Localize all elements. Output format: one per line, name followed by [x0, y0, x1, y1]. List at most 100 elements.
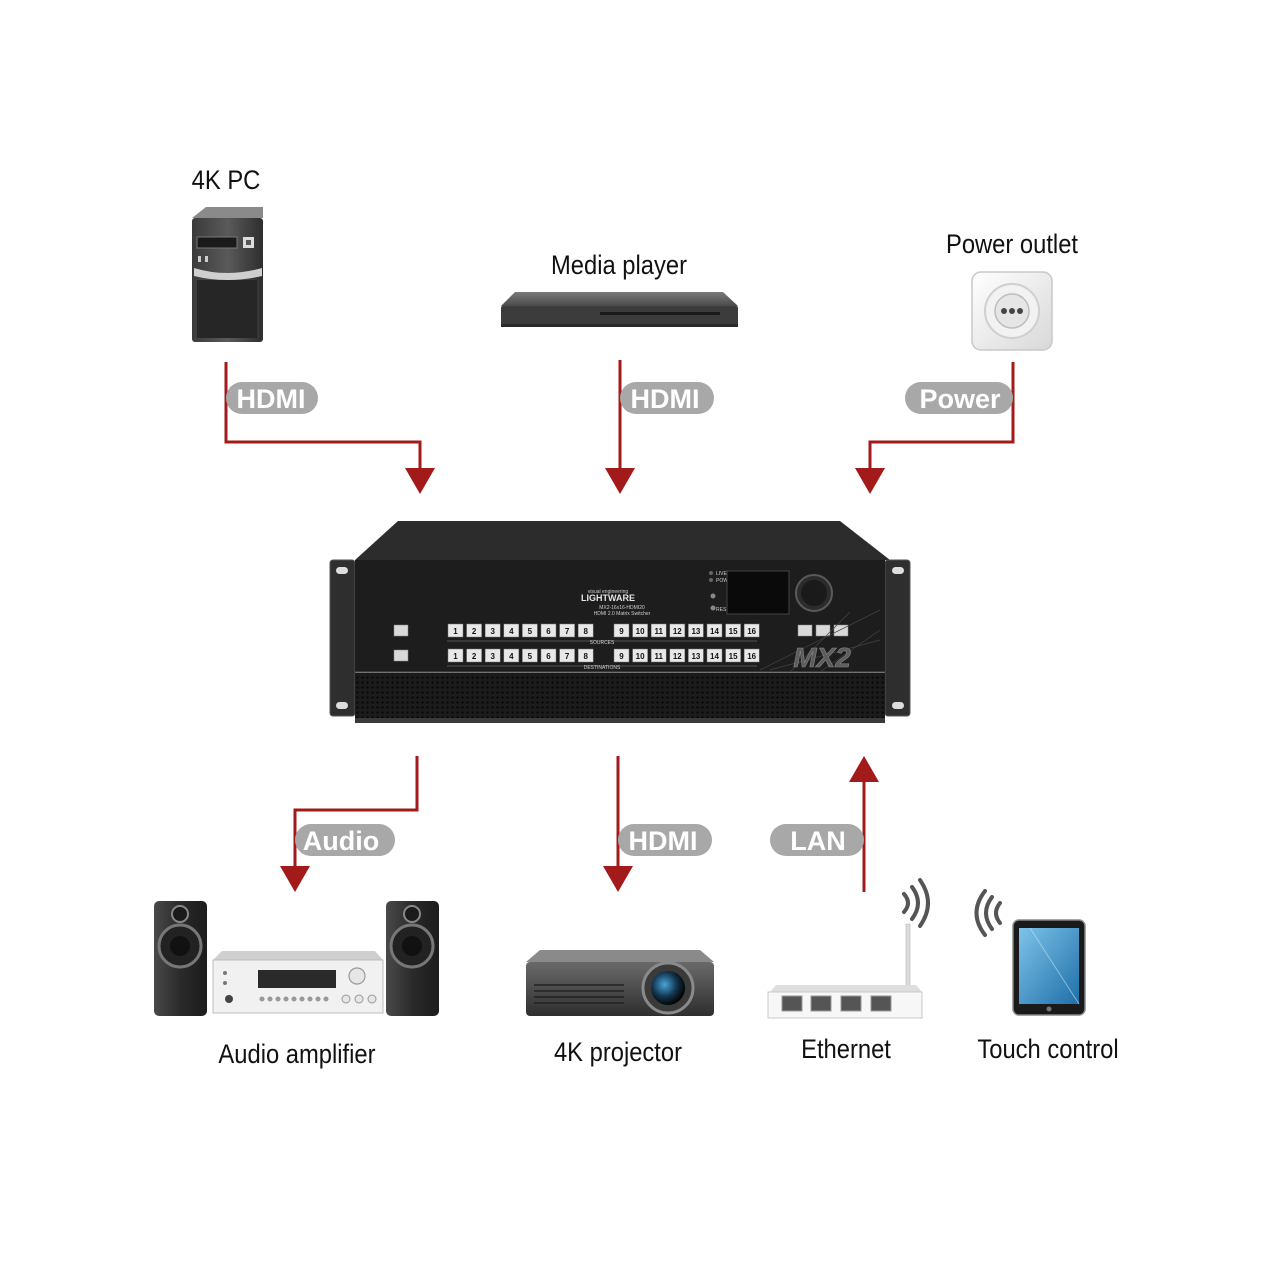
destination-button-1 [447, 648, 464, 663]
destination-button-15 [725, 648, 741, 663]
brand-name: LIGHTWARE [581, 593, 635, 603]
destination-button-3 [484, 648, 501, 663]
destination-button-7 [559, 648, 575, 663]
led-power-label: POWER [716, 578, 735, 584]
destination-button-13-label: 13 [691, 652, 700, 661]
destination-button-16-label: 16 [747, 652, 756, 661]
lan-label: LAN [790, 826, 846, 856]
connection-pill [620, 382, 714, 414]
touch-control-label: Touch control [977, 1035, 1118, 1065]
source-button-7 [559, 623, 575, 638]
source-button-9 [613, 623, 630, 638]
destination-button-5-label: 5 [528, 652, 533, 661]
destination-button-10-label: 10 [636, 652, 645, 661]
source-button-6 [540, 623, 557, 638]
power-outlet-label: Power outlet [946, 230, 1078, 260]
connection-projector-hdmi: HDMI [603, 756, 712, 892]
destination-button-5 [522, 648, 538, 663]
destination-button-8-label: 8 [583, 652, 588, 661]
connection-pc-hdmi: HDMI [224, 362, 435, 494]
source-button-2-label: 2 [472, 627, 477, 636]
lan-port [870, 995, 892, 1012]
speaker-right [386, 901, 439, 1016]
router-icon [767, 878, 930, 1019]
connection-pill [770, 824, 864, 856]
audio-amplifier-label: Audio amplifier [218, 1040, 376, 1070]
source-button-4-label: 4 [509, 627, 514, 636]
source-button-16 [743, 623, 760, 638]
source-button-10-label: 10 [636, 627, 645, 636]
sources-label: SOURCES [590, 640, 615, 646]
media-player-icon [501, 292, 738, 327]
source-button-7-label: 7 [565, 627, 570, 636]
connection-pill [905, 382, 1013, 414]
source-button-3-label: 3 [490, 627, 495, 636]
pc-hdmi-label: HDMI [237, 384, 306, 414]
projector-hdmi-label: HDMI [629, 826, 698, 856]
destination-button-12 [669, 648, 686, 663]
tablet-icon [974, 889, 1086, 1016]
destination-button-11-label: 11 [654, 652, 663, 661]
connection-media-hdmi: HDMI [605, 360, 714, 494]
panel-decoration [759, 609, 881, 673]
connection-pill [618, 824, 712, 856]
source-button-2 [466, 623, 482, 638]
arrow-head [603, 866, 633, 892]
source-button-13-label: 13 [691, 627, 700, 636]
destinations-label: DESTINATIONS [584, 665, 621, 671]
lan-port [781, 995, 803, 1012]
pc-label: 4K PC [192, 166, 261, 196]
speaker-left [154, 901, 207, 1016]
audio-amplifier-icon [154, 901, 439, 1016]
destination-button-6-label: 6 [546, 652, 551, 661]
connection-pill [226, 382, 318, 414]
control-button [797, 624, 813, 637]
home-button [1046, 1006, 1052, 1012]
source-button-5-label: 5 [528, 627, 533, 636]
source-button-1 [447, 623, 464, 638]
source-button-8-label: 8 [583, 627, 588, 636]
destination-button-14-label: 14 [710, 652, 719, 661]
destination-button-11 [650, 648, 667, 663]
lcd-screen [726, 570, 790, 615]
projector-label: 4K projector [554, 1038, 683, 1068]
wifi-signal-icon [974, 889, 1002, 937]
mx2-logo: MX2 [793, 642, 851, 673]
destination-button-2-label: 2 [472, 652, 477, 661]
lan-port [840, 995, 862, 1012]
source-button-14 [706, 623, 723, 638]
destination-button-12-label: 12 [673, 652, 682, 661]
destination-button-14 [706, 648, 723, 663]
media-hdmi-label: HDMI [631, 384, 700, 414]
destination-button-7-label: 7 [565, 652, 570, 661]
tower-pc-icon [192, 207, 263, 342]
destination-button-4 [503, 648, 520, 663]
destination-button-1-label: 1 [453, 652, 458, 661]
audio-label: Audio [303, 826, 379, 856]
source-button-15-label: 15 [729, 627, 738, 636]
destination-button-16 [743, 648, 760, 663]
destination-button-6 [540, 648, 557, 663]
destination-button-10 [632, 648, 648, 663]
arrow-head [849, 756, 879, 782]
power-outlet-icon [971, 271, 1053, 351]
brand-tagline: visual engineering [588, 589, 629, 595]
source-button-4 [503, 623, 520, 638]
destination-button-15-label: 15 [729, 652, 738, 661]
destination-button-4-label: 4 [509, 652, 514, 661]
receiver [212, 951, 384, 1014]
antenna [905, 923, 911, 991]
source-button-11 [650, 623, 667, 638]
source-button-12 [669, 623, 686, 638]
connection-power: Power [855, 362, 1015, 494]
destination-button-8 [577, 648, 594, 663]
connection-audio: Audio [280, 756, 419, 892]
media-player-label: Media player [551, 251, 687, 281]
reset-button [710, 605, 716, 611]
source-button-1-label: 1 [453, 627, 458, 636]
control-button [393, 649, 409, 662]
arrow-head [280, 866, 310, 892]
source-button-10 [632, 623, 648, 638]
